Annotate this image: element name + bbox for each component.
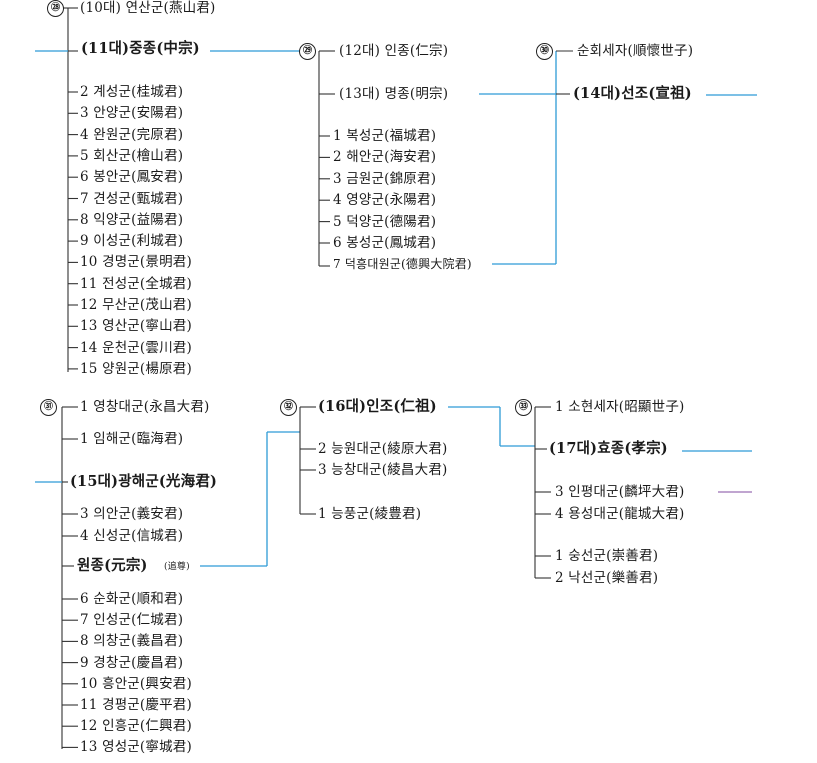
child-item: 7 인성군(仁城君) (80, 612, 184, 629)
child-item: 2 계성군(桂城君) (80, 84, 184, 100)
child-item: 5 덕양군(德陽君) (333, 213, 437, 230)
person-deokheung-daewongun: 7 덕흥대원군(德興大院君) (333, 257, 472, 271)
person-neungpung-gun: 1 능풍군(綾豊君) (318, 506, 422, 522)
child-item: 9 경창군(慶昌君) (80, 654, 184, 671)
person-injo: (16대)인조(仁祖) (318, 398, 437, 415)
person-uian-gun: 3 의안군(義安君) (80, 506, 184, 522)
person-nakseon-gun: 2 낙선군(樂善君) (555, 570, 659, 586)
generation-marker-28: ㉘ (47, 0, 64, 17)
child-item: 13 영성군(寧城君) (80, 739, 192, 756)
child-item: 8 의창군(義昌君) (80, 633, 184, 650)
generation-marker-31: ㉛ (40, 399, 57, 416)
child-item: 6 봉성군(鳳城君) (333, 235, 437, 251)
person-sunhoe-seja: 순회세자(順懷世子) (577, 43, 694, 59)
wonjong-chujon-note: (追尊) (164, 562, 190, 572)
child-item: 11 전성군(全城君) (80, 275, 192, 292)
person-seonjo: (14대)선조(宣祖) (573, 85, 692, 102)
person-inpyeong-daegun: 3 인평대군(麟坪大君) (555, 484, 685, 500)
person-sinseong-gun: 4 신성군(信城君) (80, 528, 184, 544)
child-item: 13 영산군(寧山君) (80, 318, 192, 335)
person-gwanghaegun: (15대)광해군(光海君) (70, 473, 218, 490)
child-item: 6 순화군(順和君) (80, 591, 184, 607)
child-item: 9 이성군(利城君) (80, 233, 184, 250)
child-item: 10 경명군(景明君) (80, 254, 192, 271)
generation-marker-29: ㉙ (299, 43, 316, 60)
person-wonjong: 원종(元宗) (77, 557, 148, 574)
child-item: 6 봉안군(鳳安君) (80, 169, 184, 186)
child-item: 8 익양군(益陽君) (80, 211, 184, 228)
person-imhae-gun: 1 임해군(臨海君) (80, 431, 184, 447)
child-item: 12 인흥군(仁興君) (80, 718, 192, 735)
child-item: 14 운천군(雲川君) (80, 339, 192, 356)
child-item: 1 복성군(福城君) (333, 128, 437, 144)
person-yeongchang-daegun: 1 영창대군(永昌大君) (80, 399, 210, 415)
generation-marker-33: ㉝ (515, 399, 532, 416)
child-item: 2 해안군(海安君) (333, 149, 437, 166)
child-item: 15 양원군(楊原君) (80, 360, 192, 377)
person-injong: (12대) 인종(仁宗) (339, 43, 449, 59)
generation-marker-30: ㉚ (536, 43, 553, 60)
person-jungjong: (11대)중종(中宗) (81, 40, 200, 57)
child-item: 7 견성군(甄城君) (80, 190, 184, 207)
child-item: 4 영양군(永陽君) (333, 192, 437, 209)
person-myeongjong: (13대) 명종(明宗) (339, 86, 449, 102)
person-neungchang-daegun: 3 능창대군(綾昌大君) (318, 462, 448, 478)
person-sohyeon-seja: 1 소현세자(昭顯世子) (555, 399, 685, 415)
child-item: 10 흥안군(興安君) (80, 675, 192, 692)
child-item: 5 회산군(檜山君) (80, 147, 184, 164)
person-yongseong-daegun: 4 용성대군(龍城大君) (555, 506, 685, 522)
child-item: 12 무산군(茂山君) (80, 297, 192, 313)
person-neungwon-daegun: 2 능원대군(綾原大君) (318, 441, 448, 457)
child-item: 11 경평군(慶平君) (80, 697, 192, 713)
generation-marker-32: ㉜ (280, 399, 297, 416)
person-hyojong: (17대)효종(孝宗) (549, 440, 668, 457)
child-item: 4 완원군(完原君) (80, 126, 184, 143)
child-item: 3 금원군(錦原君) (333, 170, 437, 187)
child-item: 3 안양군(安陽君) (80, 105, 184, 122)
person-yeonsangun: (10대) 연산군(燕山君) (80, 0, 216, 16)
person-sungseon-gun: 1 숭선군(崇善君) (555, 548, 659, 564)
